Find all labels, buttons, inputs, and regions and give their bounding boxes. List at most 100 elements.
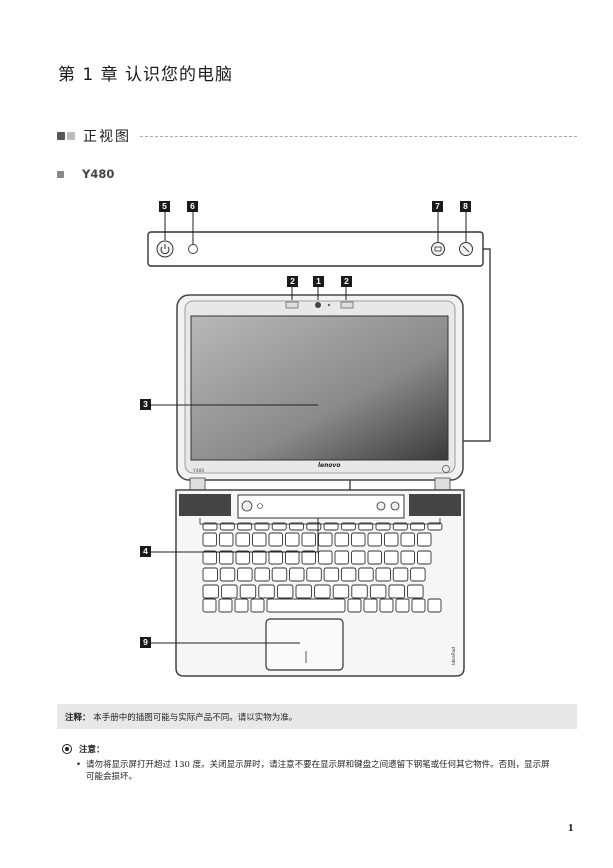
- note: 注释： 本手册中的插图可能与实际产品不同。请以实物为准。: [65, 711, 297, 723]
- keyboard-key: [234, 598, 249, 613]
- keyboard-key: [301, 550, 316, 565]
- page-number: 1: [568, 822, 574, 834]
- callout-9: 9: [140, 637, 151, 648]
- keyboard-key: [375, 567, 391, 582]
- keyboard: [202, 522, 443, 613]
- side-brand-logo: IdeaPad: [451, 647, 457, 665]
- keyboard-key: [271, 522, 287, 531]
- keyboard-key: [384, 550, 399, 565]
- model-row: Y480: [57, 167, 114, 181]
- keyboard-key: [384, 532, 399, 547]
- keyboard-key: [410, 522, 426, 531]
- note-text: 本手册中的插图可能与实际产品不同。请以实物为准。: [93, 713, 298, 723]
- keyboard-key: [235, 532, 250, 547]
- caution-item: • 请勿将显示屏打开超过 130 度。关闭显示屏时，请注意不要在显示屏和键盘之间…: [76, 759, 582, 783]
- lid-brand-logo: lenovo: [318, 462, 341, 469]
- keyboard-key: [318, 550, 333, 565]
- keyboard-key: [392, 522, 408, 531]
- keyboard-key: [252, 532, 267, 547]
- keyboard-key: [407, 584, 424, 599]
- callout-6: 6: [187, 201, 198, 212]
- keyboard-key: [306, 567, 322, 582]
- keyboard-key: [252, 550, 267, 565]
- model-name: Y480: [82, 167, 115, 181]
- keyboard-key: [276, 584, 294, 599]
- callout-4: 4: [140, 546, 151, 557]
- keyboard-key: [323, 567, 340, 582]
- keyboard-key: [411, 598, 426, 613]
- keyboard-key: [351, 550, 366, 565]
- keyboard-key: [202, 522, 218, 531]
- keyboard-key: [266, 598, 346, 613]
- caution-heading: 注意：: [62, 743, 582, 755]
- keyboard-key: [334, 550, 349, 565]
- model-bullet: [57, 170, 64, 178]
- keyboard-key: [254, 567, 270, 582]
- keyboard-key: [367, 532, 382, 547]
- keyboard-key: [254, 522, 270, 531]
- keyboard-key: [351, 532, 366, 547]
- keyboard-key: [410, 567, 426, 582]
- section-marker-dark: [57, 132, 65, 140]
- keyboard-key: [219, 550, 234, 565]
- keyboard-key: [388, 584, 405, 599]
- keyboard-key: [221, 584, 238, 599]
- callout-1: 1: [313, 276, 324, 287]
- keyboard-key: [427, 598, 442, 613]
- keyboard-key: [363, 598, 378, 613]
- keyboard-key: [285, 532, 300, 547]
- keyboard-key: [332, 584, 350, 599]
- keyboard-key: [347, 598, 362, 613]
- caution-text: 请勿将显示屏打开超过 130 度。关闭显示屏时，请注意不要在显示屏和键盘之间遗留…: [86, 760, 550, 782]
- caution-block: 注意： • 请勿将显示屏打开超过 130 度。关闭显示屏时，请注意不要在显示屏和…: [62, 743, 582, 783]
- section-heading: 正视图: [57, 128, 131, 145]
- callout-3: 3: [140, 399, 151, 410]
- keyboard-key: [392, 567, 409, 582]
- keyboard-key: [358, 522, 374, 531]
- svg-text:Y480: Y480: [192, 468, 204, 474]
- keyboard-key: [314, 584, 331, 599]
- keyboard-key: [258, 584, 275, 599]
- keyboard-key: [219, 532, 234, 547]
- keyboard-key: [318, 532, 333, 547]
- keyboard-key: [379, 598, 394, 613]
- chapter-title: 第 1 章 认识您的电脑: [58, 65, 234, 85]
- callout-2-right: 2: [341, 276, 352, 287]
- section-marker-light: [67, 132, 75, 140]
- keyboard-key: [285, 550, 300, 565]
- keyboard-key: [219, 522, 235, 531]
- keyboard-key: [237, 567, 253, 582]
- keyboard-key: [427, 522, 443, 531]
- keyboard-key: [340, 567, 357, 582]
- keyboard-key: [351, 584, 368, 599]
- keyboard-key: [323, 522, 339, 531]
- keyboard-key: [334, 532, 349, 547]
- callout-2-left: 2: [287, 276, 298, 287]
- note-label: 注释：: [65, 713, 91, 723]
- section-title: 正视图: [83, 129, 131, 145]
- keyboard-key: [202, 567, 218, 582]
- keyboard-key: [395, 598, 410, 613]
- laptop-illustration: Y480 lenovo IdeaPad: [147, 212, 491, 677]
- laptop-base: [175, 489, 465, 677]
- keyboard-key: [218, 598, 233, 613]
- caution-label: 注意：: [79, 745, 105, 755]
- keyboard-key: [375, 522, 391, 531]
- keyboard-key: [219, 567, 236, 582]
- keyboard-key: [358, 567, 374, 582]
- keyboard-key: [271, 567, 288, 582]
- keyboard-key: [417, 550, 432, 565]
- keyboard-key: [202, 598, 217, 613]
- keyboard-key: [237, 522, 253, 531]
- keyboard-key: [301, 532, 316, 547]
- keyboard-key: [202, 532, 217, 547]
- keyboard-key: [295, 584, 312, 599]
- keyboard-key: [417, 532, 432, 547]
- keyboard-key: [289, 567, 305, 582]
- callout-8: 8: [460, 201, 471, 212]
- keyboard-key: [202, 584, 219, 599]
- keyboard-key: [289, 522, 304, 531]
- bullet-icon: •: [76, 760, 82, 770]
- keyboard-key: [306, 522, 322, 531]
- keyboard-key: [268, 550, 283, 565]
